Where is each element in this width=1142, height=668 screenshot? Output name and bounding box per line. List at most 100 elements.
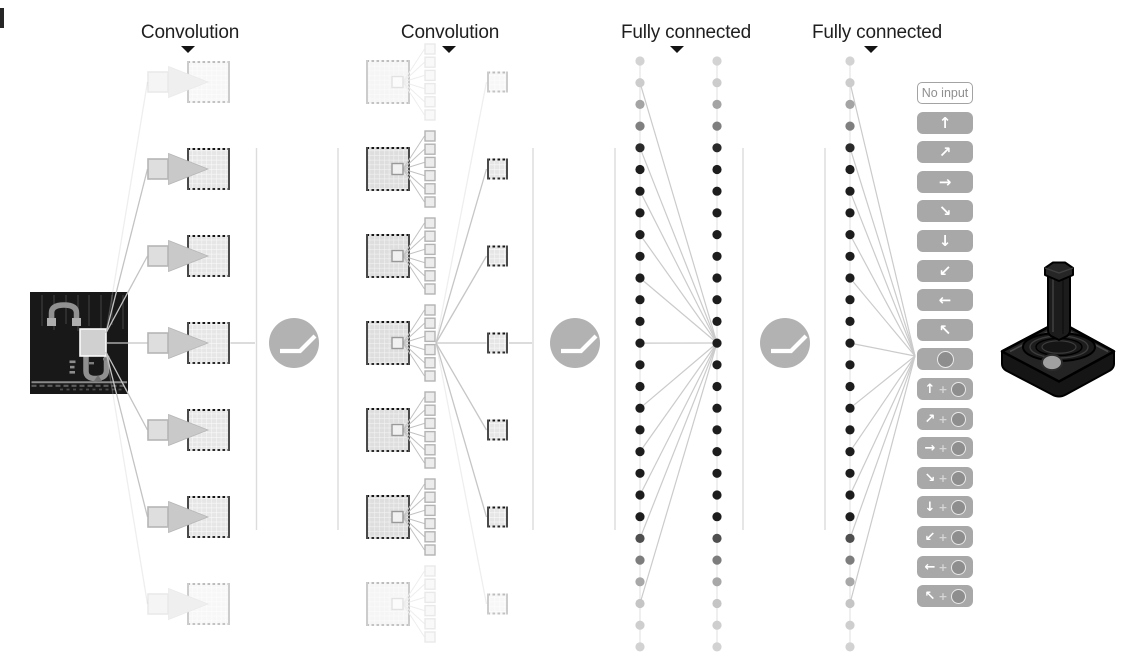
- fc-unit-column: [845, 56, 855, 652]
- down-triangle-icon: [181, 46, 195, 53]
- screen-hud-digits: [69, 358, 107, 374]
- conv2-feature-map-row: [366, 478, 436, 556]
- conv1-projection-beam: [168, 326, 210, 360]
- action-button-down-left: ↙: [917, 260, 973, 282]
- conv2-output-map: [487, 158, 508, 180]
- conv2-kernel-square: [424, 618, 436, 630]
- conv1-feature-map-row: [147, 409, 230, 451]
- fc-unit-dot: [635, 598, 645, 609]
- conv2-kernel-square: [424, 565, 436, 577]
- fc-unit-dot: [712, 78, 722, 88]
- fc-unit-dot: [635, 360, 645, 370]
- fc-unit-dot: [635, 642, 645, 652]
- conv2-kernel-square: [424, 283, 436, 295]
- conv2-window-square: [391, 423, 404, 437]
- fc-unit-dot: [635, 577, 645, 587]
- fire-button-icon: [950, 588, 966, 604]
- conv1-projection-beam: [168, 587, 210, 621]
- conv2-kernel-square: [424, 196, 436, 208]
- fc-unit-dot: [845, 164, 855, 175]
- fire-button-icon: [950, 470, 966, 486]
- fc-unit-dot: [635, 403, 645, 413]
- layer-label-conv2: Convolution: [400, 22, 500, 43]
- fc-unit-dot: [635, 533, 645, 544]
- fc-unit-dot: [712, 208, 722, 218]
- fire-button-icon: [950, 381, 966, 397]
- conv2-output-map: [487, 245, 508, 267]
- fc-unit-dot: [635, 512, 645, 522]
- fc-unit-dot: [712, 99, 722, 109]
- action-button-down-right: ↘: [917, 200, 973, 222]
- relu-activation-symbols: [269, 318, 810, 368]
- fire-button-icon: [936, 350, 954, 368]
- fc-unit-dot: [635, 620, 645, 630]
- conv1-filter-square: [147, 71, 169, 93]
- pipe-knob-left: [47, 318, 56, 326]
- conv2-kernel-square: [424, 330, 436, 343]
- conv2-kernel-square: [424, 217, 436, 229]
- conv2-kernel-square: [424, 82, 436, 95]
- input-to-conv1-fan: [105, 81, 149, 605]
- conv2-output-map: [487, 419, 508, 441]
- fc-unit-dot: [845, 208, 855, 218]
- down-right-arrow-icon: ↘: [938, 201, 952, 220]
- plus-sign: +: [938, 530, 948, 544]
- fc-unit-dot: [845, 598, 855, 609]
- conv2-kernel-square: [424, 243, 436, 256]
- fc-unit-dot: [712, 555, 722, 565]
- conv1-projection-beam: [168, 500, 210, 534]
- plus-sign: +: [938, 500, 948, 514]
- fc1-connection-fan: [639, 82, 718, 604]
- conv1-projection-beam: [168, 413, 210, 447]
- plus-sign: +: [938, 382, 948, 396]
- fc-unit-dot: [712, 164, 722, 175]
- conv2-kernel-square: [424, 417, 436, 430]
- fc-unit-dot: [635, 468, 645, 478]
- fc-unit-dot: [635, 273, 645, 283]
- conv2-feature-map-row: [366, 565, 436, 643]
- fc-unit-dot: [845, 468, 855, 478]
- fc-unit-dot: [845, 230, 855, 240]
- conv2-feature-map-row: [366, 391, 436, 469]
- fc-unit-dot: [712, 143, 722, 153]
- joystick-shaft: [1047, 271, 1071, 341]
- action-button-down-fire: ↓+: [917, 496, 973, 518]
- fc-unit-dot: [712, 447, 722, 457]
- conv1-feature-map-row: [147, 61, 230, 103]
- up-arrow-icon: ↑: [924, 381, 936, 397]
- conv2-kernel-square: [424, 69, 436, 82]
- conv2-window-square: [391, 510, 404, 524]
- fc-unit-dot: [712, 403, 722, 413]
- conv1-filter-square: [147, 419, 169, 441]
- conv2-kernel-square: [424, 544, 436, 556]
- fc-unit-dot: [845, 425, 855, 435]
- fc-unit-dot: [845, 78, 855, 88]
- fc-unit-dot: [845, 403, 855, 413]
- conv2-kernel-square: [424, 430, 436, 443]
- joystick-illustration: [1000, 261, 1116, 398]
- fc-unit-column: [635, 56, 645, 652]
- down-arrow-icon: ↓: [924, 499, 936, 515]
- fc-unit-dot: [845, 555, 855, 565]
- conv2-kernel-square: [424, 370, 436, 382]
- conv2-kernel-square: [424, 304, 436, 316]
- down-triangle-icon: [670, 46, 684, 53]
- fc-unit-dot: [845, 620, 855, 630]
- relu-activation-icon: [760, 318, 810, 368]
- fc-unit-dot: [712, 230, 722, 240]
- conv2-kernel-square: [424, 143, 436, 155]
- right-arrow-icon: →: [924, 440, 936, 456]
- fc-unit-dot: [845, 338, 855, 348]
- action-button-up-left-fire: ↖+: [917, 585, 973, 607]
- fc-unit-dot: [635, 230, 645, 240]
- fc-unit-dot: [635, 316, 645, 326]
- fc-unit-dot: [712, 121, 722, 131]
- conv2-kernel-square: [424, 491, 436, 503]
- conv2-kernel-square: [424, 517, 436, 530]
- fc-unit-dot: [712, 490, 722, 500]
- screen-arch-pipe: [48, 302, 80, 324]
- conv2-window-square: [391, 336, 404, 350]
- conv2-kernel-square: [424, 457, 436, 469]
- action-button-up-right: ↗: [917, 141, 973, 163]
- conv2-kernel-square: [424, 404, 436, 416]
